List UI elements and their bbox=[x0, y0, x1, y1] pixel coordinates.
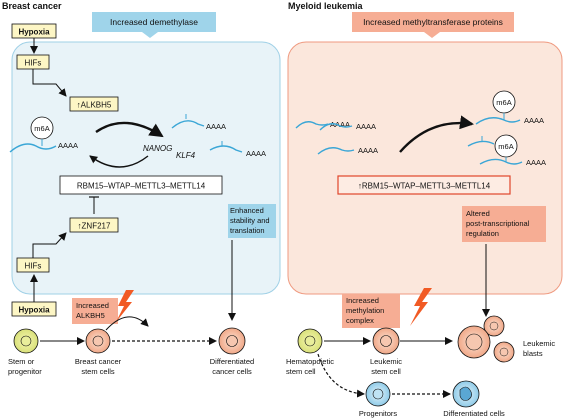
cell2-label-line2: stem cells bbox=[81, 367, 115, 376]
klf4-label: KLF4 bbox=[176, 151, 196, 160]
cell-differentiated-cancer-nucleus bbox=[226, 335, 238, 347]
enhanced-line1: Enhanced bbox=[230, 206, 264, 215]
increased-methylation-callout bbox=[342, 294, 400, 328]
altered-line1: Altered bbox=[466, 209, 490, 218]
blasts-label-line1: Leukemic bbox=[523, 339, 555, 348]
cell1-label-line2: progenitor bbox=[8, 367, 42, 376]
increased-methylation-line3: complex bbox=[346, 316, 374, 325]
hypoxia-bottom-label: Hypoxia bbox=[18, 306, 50, 315]
arrow-hifs-alkbh5 bbox=[32, 69, 67, 97]
increased-methylation-line1: Increased bbox=[346, 296, 379, 305]
m6a-label-r2: m6A bbox=[498, 142, 513, 151]
leukemic-blasts-cluster bbox=[457, 315, 515, 363]
increased-methylation-line2: methylation bbox=[346, 306, 384, 315]
hypoxia-top-label: Hypoxia bbox=[18, 28, 50, 37]
m6a-label-r1: m6A bbox=[496, 98, 511, 107]
enhanced-line2: stability and bbox=[230, 216, 270, 225]
aaaa-klf4: AAAA bbox=[246, 149, 266, 158]
complex-box-right bbox=[337, 175, 511, 195]
blasts-label-line2: blasts bbox=[523, 349, 543, 358]
arrow-hsc-progenitors bbox=[317, 353, 365, 398]
m6a-label-left: m6A bbox=[34, 124, 49, 133]
aaaa-r3: AAAA bbox=[358, 146, 378, 155]
znf217-label: ↑ZNF217 bbox=[78, 222, 111, 231]
leuk-label-line2: stem cell bbox=[371, 367, 401, 376]
left-callout-text: Increased demethylase bbox=[110, 17, 198, 27]
cell-stem-progenitor-nucleus bbox=[20, 335, 32, 347]
mrna-nanog bbox=[171, 120, 205, 129]
hema-label-line2: stem cell bbox=[286, 367, 316, 376]
cell-hematopoietic-stem-nucleus bbox=[304, 335, 316, 347]
increased-alkbh5-line2: ALKBH5 bbox=[76, 311, 105, 320]
right-panel-background bbox=[287, 41, 563, 295]
cell-differentiated-nucleus bbox=[459, 386, 472, 401]
alkbh5-label: ↑ALKBH5 bbox=[77, 101, 112, 110]
complex-label-right: ↑RBM15–WTAP–METTL3–METTL14 bbox=[358, 182, 491, 191]
left-panel-background bbox=[11, 41, 281, 295]
cell-progenitor-nucleus bbox=[372, 388, 384, 400]
loop-arrow-bcsc bbox=[105, 316, 149, 331]
altered-line3: regulation bbox=[466, 229, 499, 238]
hifs-bottom-label: HIFs bbox=[25, 262, 42, 271]
right-panel-title: Myeloid leukemia bbox=[288, 1, 364, 11]
mrna-r1 bbox=[295, 121, 329, 129]
hema-label-line1: Hematopoietic bbox=[286, 357, 334, 366]
arrow-hifs-znf217 bbox=[32, 232, 67, 258]
alkbh5-box bbox=[69, 96, 119, 112]
left-panel-title: Breast cancer bbox=[2, 1, 62, 11]
mrna-m3 bbox=[479, 158, 523, 165]
mrna-r3 bbox=[317, 147, 355, 155]
znf217-box bbox=[69, 217, 119, 233]
aaaa-m3: AAAA bbox=[526, 158, 546, 167]
cell-leukemic-stem-nucleus bbox=[380, 335, 392, 347]
right-callout-text: Increased methyltransferase proteins bbox=[363, 17, 503, 27]
enhanced-callout: Enhanced stability and translation bbox=[228, 204, 276, 238]
cycle-arrow-top bbox=[95, 121, 164, 138]
complex-box-left bbox=[59, 175, 223, 195]
aaaa-m1: AAAA bbox=[524, 116, 544, 125]
differentiated-label: Differentiated cells bbox=[443, 409, 505, 418]
aaaa-nanog: AAAA bbox=[206, 122, 226, 131]
left-callout: Increased demethylase bbox=[92, 12, 216, 38]
cell2-label-line1: Breast cancer bbox=[75, 357, 122, 366]
progenitors-label: Progenitors bbox=[359, 409, 398, 418]
lightning-icon-right bbox=[410, 288, 432, 326]
leuk-label-line1: Leukemic bbox=[370, 357, 402, 366]
aaaa-r1: AAAA bbox=[330, 120, 350, 129]
cell3-label-line2: cancer cells bbox=[212, 367, 252, 376]
increased-alkbh5-callout bbox=[72, 298, 118, 324]
complex-label-left: RBM15–WTAP–METTL3–METTL14 bbox=[77, 182, 206, 191]
aaaa-r2: AAAA bbox=[356, 122, 376, 131]
enhanced-line3: translation bbox=[230, 226, 265, 235]
mrna-m1 bbox=[475, 117, 521, 125]
aaaa-left: AAAA bbox=[58, 141, 78, 150]
increased-alkbh5-line1: Increased bbox=[76, 301, 109, 310]
mrna-r2 bbox=[319, 123, 353, 131]
mrna-left bbox=[9, 143, 57, 153]
lightning-icon-left bbox=[116, 290, 134, 322]
altered-callout: Altered post-transcriptional regulation bbox=[462, 206, 546, 242]
altered-line2: post-transcriptional bbox=[466, 219, 530, 228]
nanog-label: NANOG bbox=[143, 144, 172, 153]
cell-breast-cancer-stem-nucleus bbox=[92, 335, 104, 347]
right-callout: Increased methyltransferase proteins bbox=[352, 12, 514, 38]
mrna-m2 bbox=[467, 140, 495, 147]
cycle-arrow-bottom bbox=[89, 155, 149, 168]
cell3-label-line1: Differentiated bbox=[210, 357, 254, 366]
mrna-klf4 bbox=[209, 145, 243, 153]
cell1-label-line1: Stem or bbox=[8, 357, 35, 366]
methylation-arrow bbox=[399, 115, 474, 153]
hifs-top-label: HIFs bbox=[25, 59, 42, 68]
